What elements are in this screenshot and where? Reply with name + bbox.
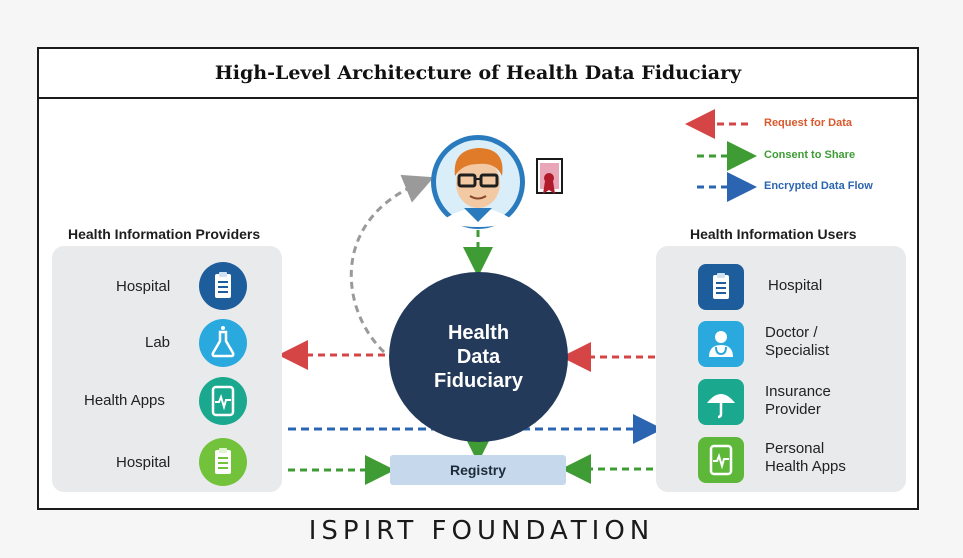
provider-health-apps-label: Health Apps	[84, 392, 165, 409]
doctor-icon	[698, 321, 744, 367]
legend-request-label: Request for Data	[764, 117, 853, 129]
hdf-line-3: Fiduciary	[434, 370, 523, 392]
providers-heading: Health Information Providers	[68, 226, 261, 242]
phone-heartbeat-icon	[199, 377, 247, 425]
certificate-icon	[536, 158, 563, 194]
users-panel	[656, 246, 906, 492]
footer-organization: ISPIRT FOUNDATION	[308, 516, 655, 546]
title-bar: High-Level Architecture of Health Data F…	[39, 49, 917, 99]
user-doctor-label: Doctor / Specialist	[765, 324, 830, 359]
clipboard-icon	[698, 264, 744, 310]
hdf-line-1: Health	[447, 322, 510, 344]
legend-consent-label: Consent to Share	[764, 149, 856, 161]
provider-hospital-label: Hospital	[116, 278, 171, 295]
users-heading: Health Information Users	[690, 226, 857, 242]
legend-encrypted-label: Encrypted Data Flow	[764, 180, 873, 192]
user-hospital-label: Hospital	[768, 277, 823, 294]
registry-box: Registry	[390, 455, 566, 485]
individual-avatar	[431, 135, 525, 229]
flask-icon	[199, 319, 247, 367]
user-personal-apps-label: Personal Health Apps	[765, 440, 846, 475]
health-data-fiduciary-node: Health Data Fiduciary	[389, 272, 568, 442]
gray-curve-arrow	[349, 174, 434, 354]
diagram-title: High-Level Architecture of Health Data F…	[214, 62, 742, 84]
clipboard-icon	[199, 438, 247, 486]
umbrella-icon	[698, 379, 744, 425]
provider-hospital-2-label: Hospital	[116, 454, 171, 471]
clipboard-icon	[199, 262, 247, 310]
hdf-line-2: Data	[456, 346, 501, 368]
user-insurance-label: Insurance Provider	[765, 383, 831, 418]
provider-lab-label: Lab	[145, 334, 171, 351]
phone-heartbeat-icon	[698, 437, 744, 483]
